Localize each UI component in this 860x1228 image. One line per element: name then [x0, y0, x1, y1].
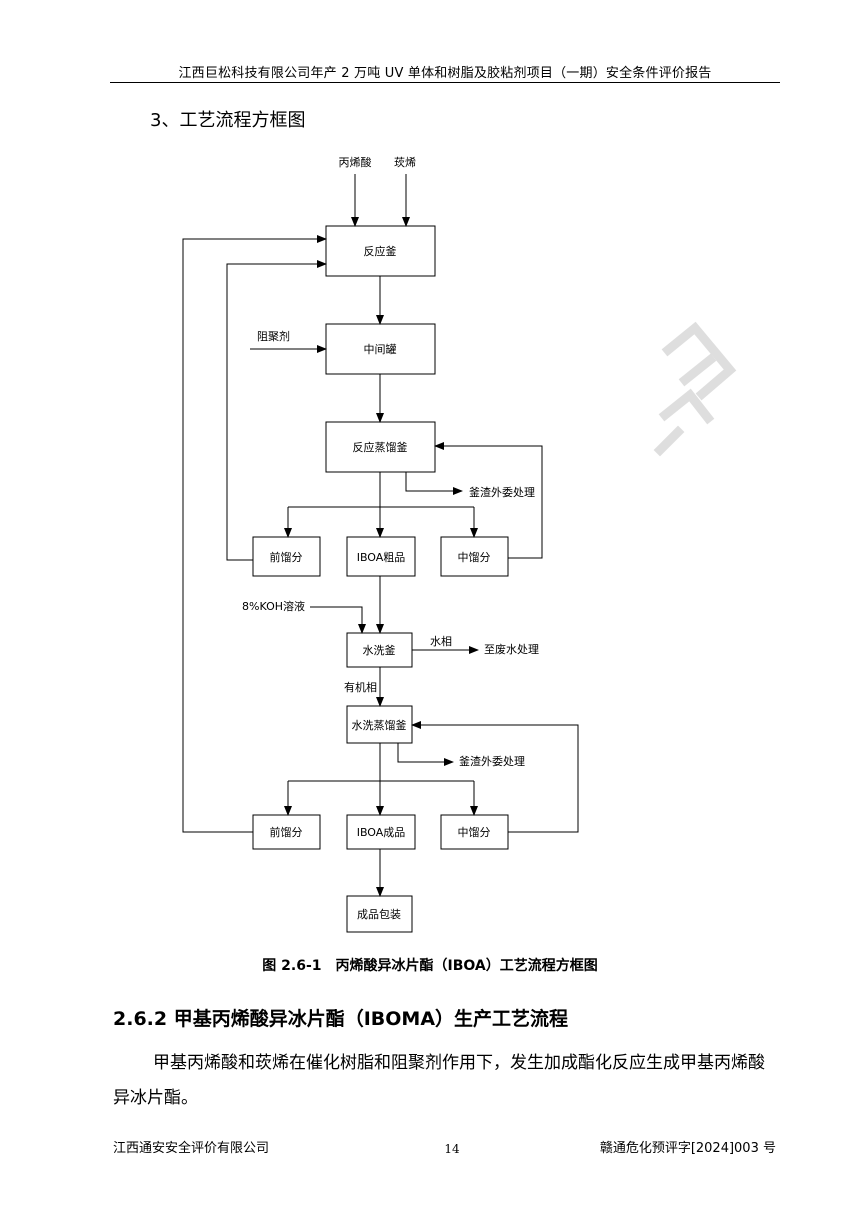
label-wash-kettle: 水洗釜 [363, 643, 396, 657]
box-intermediate-tank [325, 323, 436, 375]
label-residue-1: 釜渣外委处理 [469, 485, 535, 499]
watermark-logo [653, 321, 737, 457]
label-residue-2: 釜渣外委处理 [459, 754, 525, 768]
label-input-camphene: 莰烯 [394, 155, 416, 169]
loop-front-cut-1-to-reactor [226, 260, 327, 561]
label-middle-cut-1: 中馏分 [458, 550, 491, 564]
arrow-koh [310, 606, 366, 634]
label-input-koh: 8%KOH溶液 [242, 599, 305, 613]
label-organic-phase: 有机相 [344, 680, 377, 694]
label-wastewater: 至废水处理 [484, 642, 539, 656]
label-front-cut-2: 前馏分 [270, 825, 303, 839]
label-iboa-crude: IBOA粗品 [357, 551, 406, 564]
figure-caption: 图 2.6-1 丙烯酸异冰片酯（IBOA）工艺流程方框图 [262, 958, 598, 974]
section-heading: 3、工艺流程方框图 [150, 110, 306, 131]
box-front-cut-2 [252, 814, 321, 850]
label-packaging: 成品包装 [357, 908, 401, 921]
label-intermediate-tank: 中间罐 [364, 343, 397, 356]
label-input-inhibitor: 阻聚剂 [257, 329, 290, 343]
footer-company: 江西通安安全评价有限公司 [113, 1141, 270, 1156]
label-iboa-product: IBOA成品 [357, 826, 406, 839]
box-packaging [346, 895, 413, 933]
loop-middle-cut-2-to-wash-distill [411, 721, 579, 833]
box-reactor [325, 225, 436, 277]
body-paragraph: 甲基丙烯酸和莰烯在催化树脂和阻聚剂作用下，发生加成酯化反应生成甲基丙烯酸异冰片酯… [113, 1053, 765, 1108]
loop-middle-cut-1-to-distill [434, 442, 543, 559]
box-middle-cut-1 [440, 536, 509, 577]
footer-doc-code: 赣通危化预评字[2024]003 号 [599, 1141, 776, 1156]
label-distill-reactor: 反应蒸馏釜 [353, 440, 408, 454]
label-wash-distill: 水洗蒸馏釜 [352, 718, 407, 732]
page-header: 江西巨松科技有限公司年产 2 万吨 UV 单体和树脂及胶粘剂项目（一期）安全条件… [178, 66, 712, 81]
label-middle-cut-2: 中馏分 [458, 825, 491, 839]
arrow-residue-1 [405, 472, 463, 495]
box-middle-cut-2 [440, 814, 509, 850]
label-front-cut-1: 前馏分 [270, 550, 303, 564]
label-reactor: 反应釜 [364, 244, 397, 258]
loop-front-cut-2-to-reactor [182, 235, 327, 833]
label-water-phase: 水相 [430, 635, 452, 648]
footer-page-number: 14 [444, 1142, 460, 1156]
subsection-heading: 2.6.2 甲基丙烯酸异冰片酯（IBOMA）生产工艺流程 [113, 1008, 569, 1030]
header-rule [110, 82, 780, 83]
arrow-residue-2 [397, 743, 454, 766]
label-input-acrylic-acid: 丙烯酸 [339, 155, 372, 169]
box-wash-distill [346, 705, 413, 744]
